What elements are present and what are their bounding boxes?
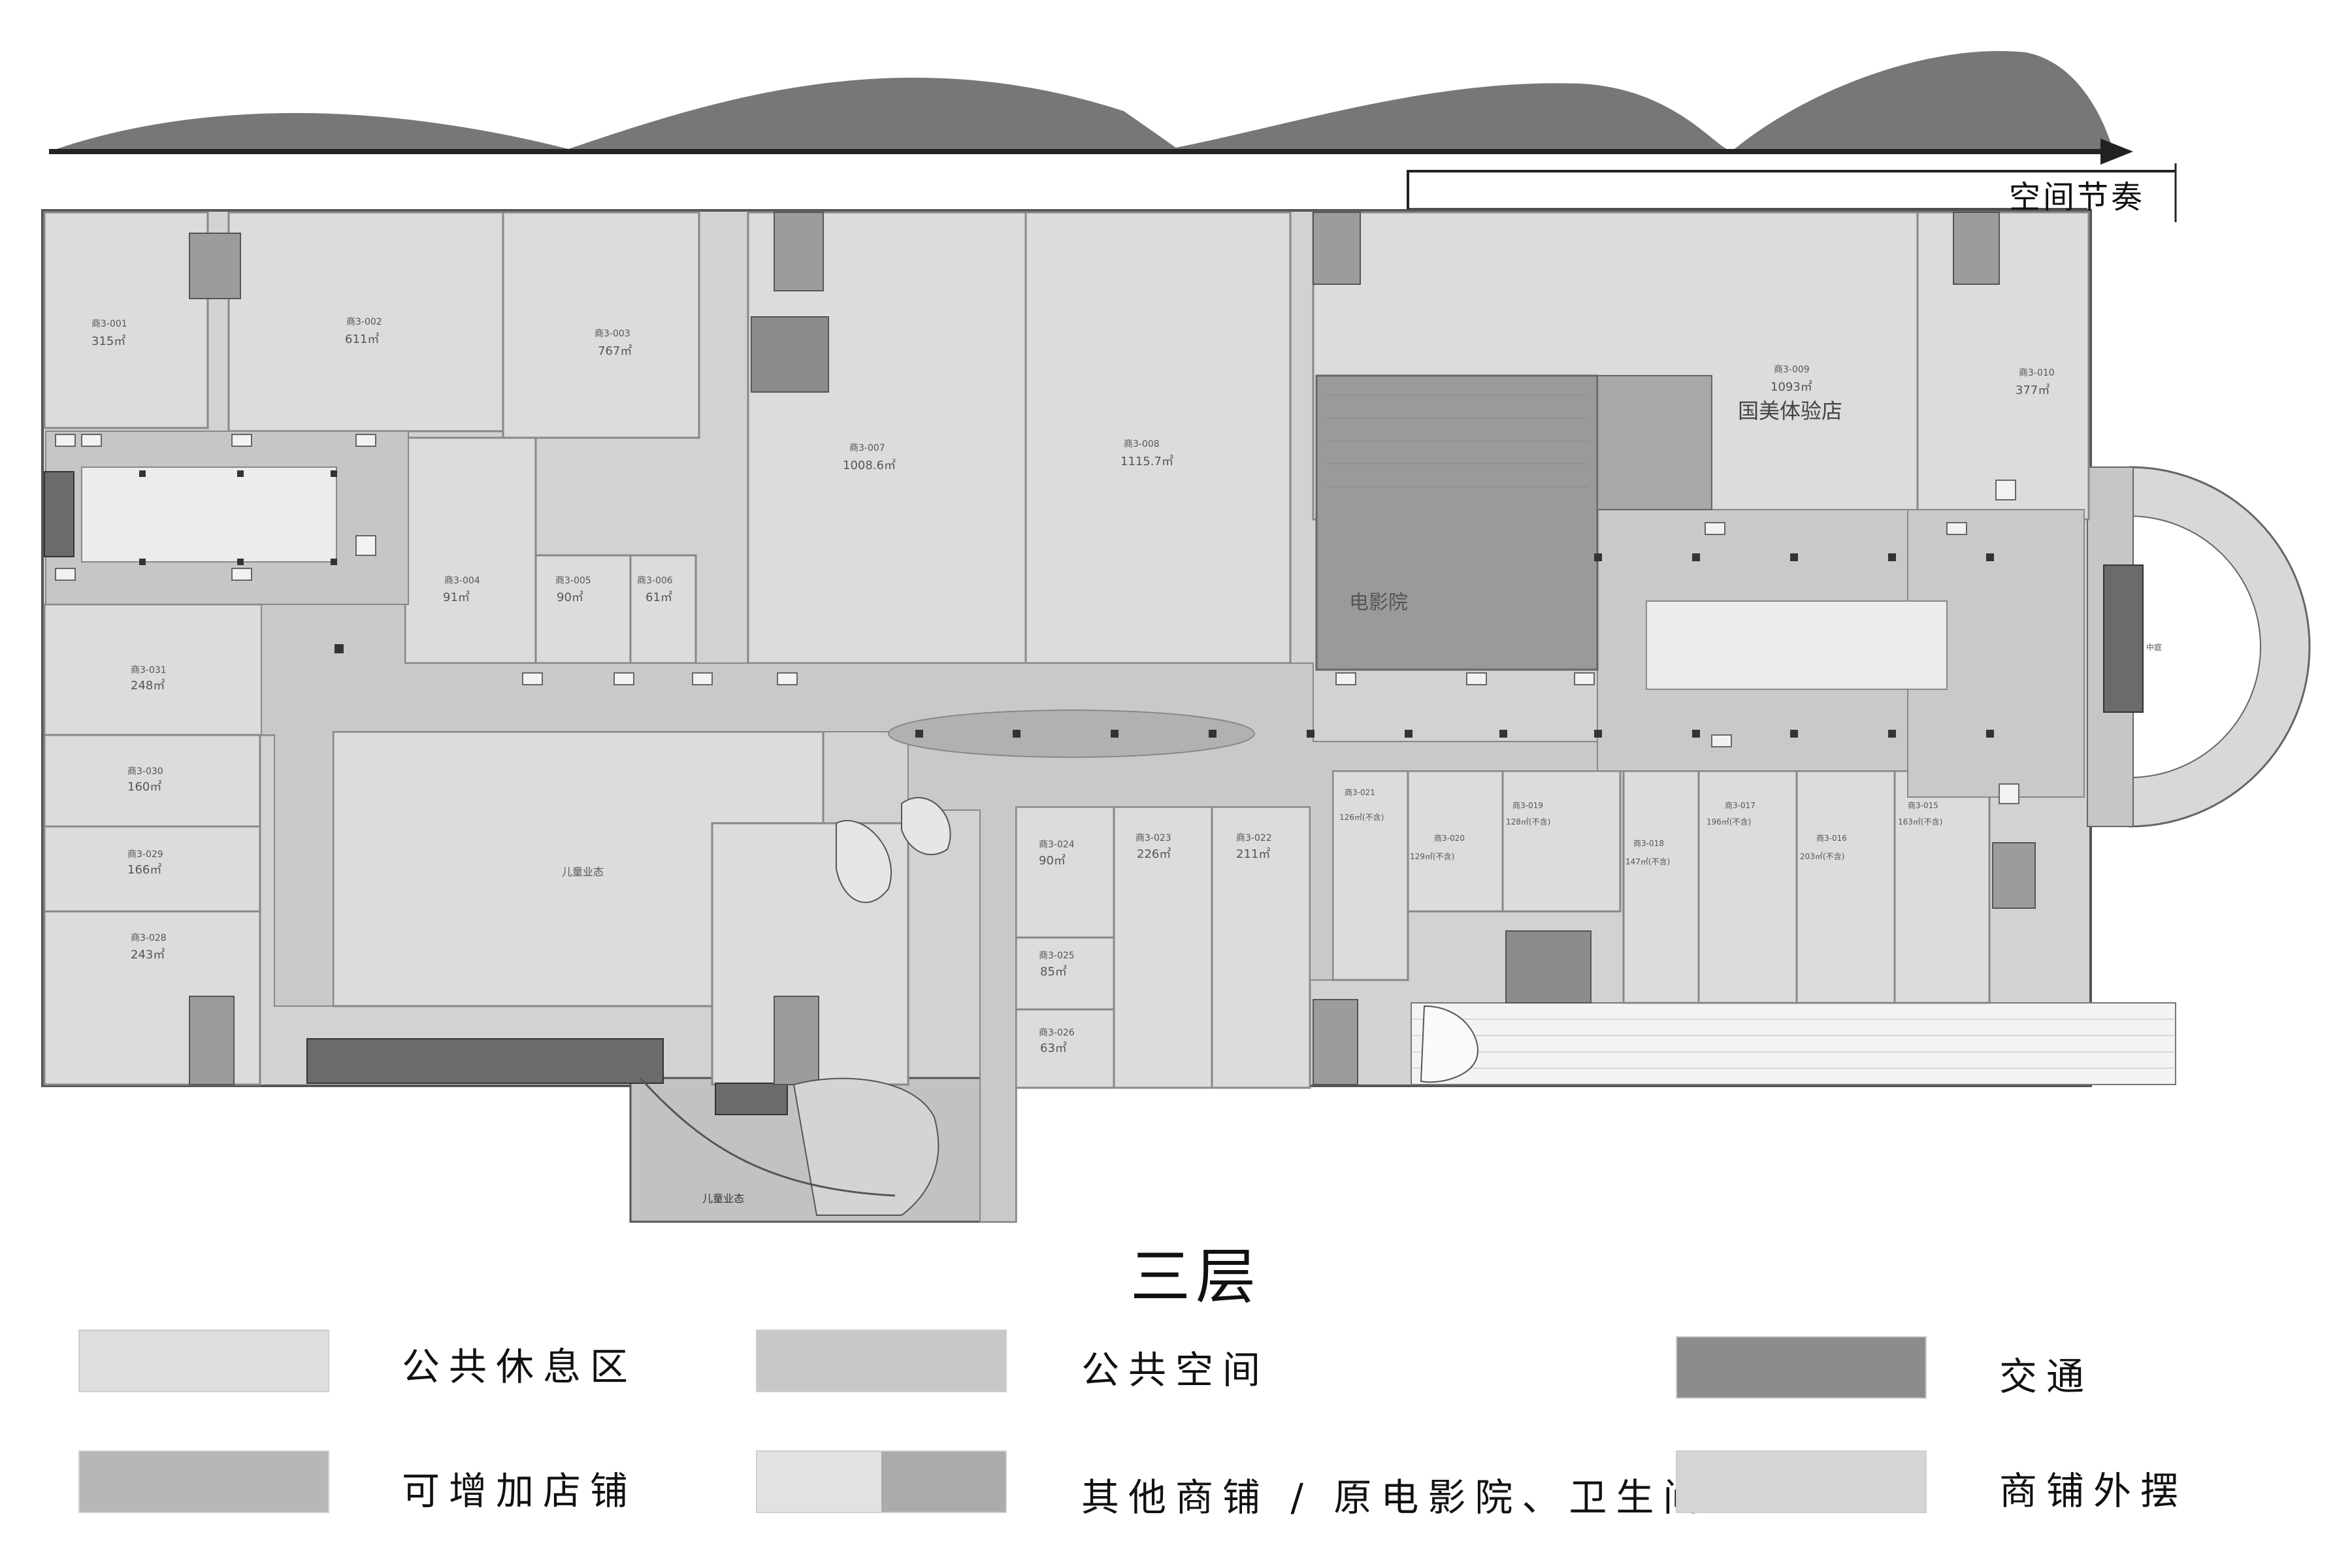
unit-label: 商3-022: [1236, 833, 1272, 843]
unit-label: 商3-005: [555, 576, 591, 586]
unit-304: [404, 436, 537, 664]
unit-label: 商3-021: [1345, 787, 1375, 797]
unit-name: 国美体验店: [1738, 399, 1842, 423]
unit-area: 1008.6㎡: [843, 458, 896, 472]
unit-331: [43, 603, 274, 736]
unit-area: 203㎡(不含): [1800, 851, 1844, 861]
unit-label: 商3-017: [1725, 800, 1756, 810]
unit-label: 商3-015: [1908, 800, 1938, 810]
void-left: [81, 466, 337, 563]
unit-label: 商3-024: [1039, 840, 1075, 850]
unit-325: [1015, 936, 1115, 1011]
shop-units-left: [43, 603, 274, 1086]
unit-324: [1015, 806, 1115, 939]
unit-label: 商3-006: [637, 576, 673, 586]
unit-label: 商3-002: [346, 317, 382, 327]
unit-303: [502, 211, 700, 439]
unit-318: [1622, 770, 1700, 1004]
walkway-curve: [639, 1077, 896, 1197]
unit-label: 商3-016: [1816, 833, 1847, 843]
unit-label: 商3-020: [1434, 833, 1465, 843]
void-right: [1646, 600, 1948, 690]
unit-area: 226㎡: [1137, 847, 1171, 861]
unit-area: 196㎡(不含): [1707, 817, 1751, 826]
unit-310: [1916, 211, 2090, 521]
unit-321: [1331, 770, 1409, 981]
unit-area: 315㎡: [91, 334, 125, 348]
unit-area: 1115.7㎡: [1120, 454, 1173, 468]
atrium-oval: [888, 710, 1255, 758]
unit-label: 商3-026: [1039, 1028, 1075, 1038]
unit-area: 163㎡(不含): [1898, 817, 1942, 826]
terrace: [1411, 1002, 2176, 1085]
unit-area: 248㎡: [131, 678, 165, 693]
seating: [55, 434, 2019, 804]
unit-area: 160㎡: [127, 779, 161, 794]
unit-label: 商3-007: [849, 443, 885, 453]
unit-317: [1697, 770, 1798, 1004]
unit-label: 商3-001: [91, 319, 127, 329]
floor-title: 三层: [1130, 1242, 1262, 1312]
unit-area: 128㎡(不含): [1506, 817, 1550, 826]
unit-label: 商3-023: [1135, 833, 1171, 843]
unit-area: 61㎡: [645, 590, 672, 604]
unit-316: [1795, 770, 1896, 1004]
unit-area: 85㎡: [1040, 964, 1067, 979]
unit-label: 商3-004: [444, 576, 480, 586]
unit-label: 商3-030: [127, 766, 163, 777]
unit-label: 商3-008: [1124, 439, 1160, 449]
unit-label: 商3-031: [131, 665, 167, 676]
unit-area: 63㎡: [1040, 1041, 1067, 1055]
traffic-cores: [189, 212, 2036, 1085]
entrance-fan: [1420, 1005, 1478, 1083]
unit-area: 91㎡: [443, 590, 470, 604]
unit-area: 147㎡(不含): [1625, 857, 1670, 866]
unit-label: 商3-019: [1512, 800, 1543, 810]
unit-area: 611㎡: [345, 332, 379, 346]
unit-area: 126㎡(不含): [1339, 812, 1384, 822]
landscape: [792, 796, 951, 1216]
unit-329: [43, 825, 261, 913]
unit-306: [629, 554, 697, 664]
unit-label: 商3-010: [2019, 368, 2055, 378]
unit-area: 90㎡: [557, 590, 583, 604]
unit-area: 767㎡: [598, 344, 632, 358]
unit-area: 129㎡(不含): [1410, 851, 1454, 861]
space-rhythm-silhouette: [49, 51, 2114, 152]
unit-305: [534, 554, 632, 664]
shop-units-lower: [1015, 770, 1991, 1089]
unit-area: 243㎡: [131, 947, 165, 962]
rhythm-bracket: [1407, 170, 2176, 209]
rhythm-label: 空间节奏: [2009, 179, 2146, 216]
unit-label: 商3-025: [1039, 951, 1075, 961]
unit-area: 377㎡: [2016, 383, 2050, 397]
unit-330: [43, 734, 261, 828]
kids-outdoor-label: 儿童业态: [702, 1192, 744, 1205]
unit-301: [43, 211, 209, 429]
unit-labels: 商3-001 315㎡ 商3-002 611㎡ 商3-003 767㎡ 商3-0…: [91, 317, 2162, 1205]
kids-label: 儿童业态: [562, 866, 604, 878]
rhythm-arrow-icon: [2100, 139, 2133, 165]
cinema-label: 电影院: [1349, 591, 1408, 614]
unit-308: [1024, 211, 1292, 664]
unit-label: 商3-003: [595, 329, 630, 339]
escalators: [44, 471, 2144, 1115]
unit-label: 商3-018: [1633, 838, 1664, 848]
unit-area: 211㎡: [1236, 847, 1270, 861]
unit-322: [1211, 806, 1311, 1089]
unit-302: [227, 211, 504, 433]
unit-area: 1093㎡: [1771, 380, 1812, 394]
unit-area: 90㎡: [1039, 853, 1066, 868]
unit-label: 商3-028: [131, 933, 167, 943]
unit-label: 商3-009: [1774, 365, 1810, 375]
unit-label: 商3-029: [127, 849, 163, 860]
unit-area: 166㎡: [127, 862, 161, 877]
unit-315: [1893, 770, 1991, 1004]
atrium-label: 中庭: [2146, 642, 2162, 652]
shop-units-top: [43, 211, 2090, 664]
unit-319: [1501, 770, 1622, 913]
cinema: [1315, 374, 1599, 671]
